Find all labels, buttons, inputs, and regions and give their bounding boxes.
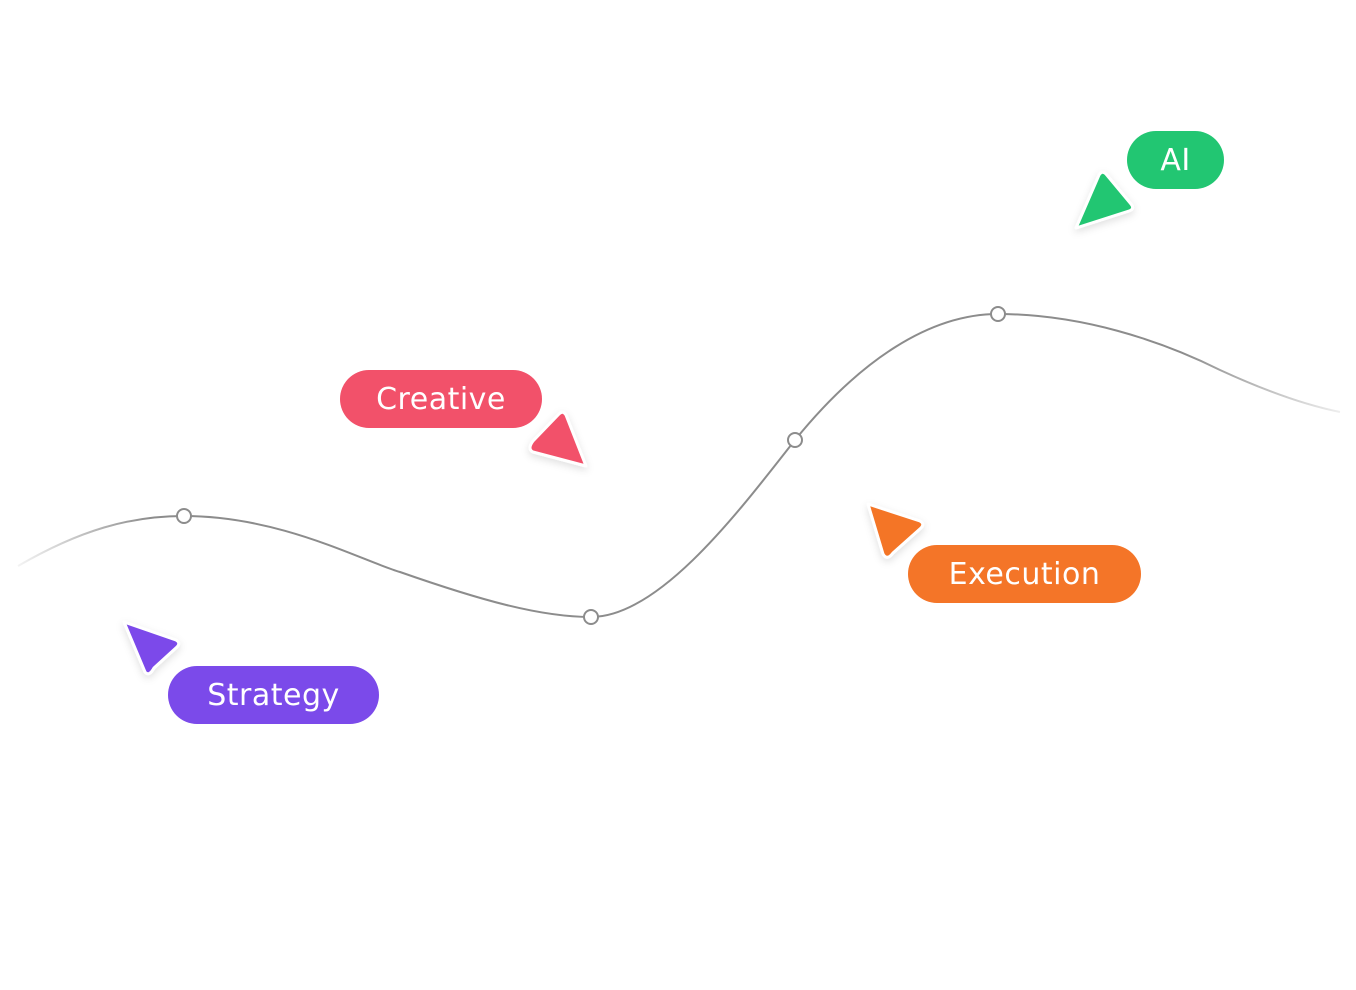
curve-node — [990, 306, 1006, 322]
execution-label: Execution — [908, 545, 1141, 603]
trend-curve — [17, 312, 1341, 619]
ai-cursor-icon — [1074, 170, 1135, 230]
strategy-label-text: Strategy — [207, 677, 340, 713]
curve-node — [583, 609, 599, 625]
curve-node — [787, 432, 803, 448]
curve-node — [176, 508, 192, 524]
strategy-label: Strategy — [168, 666, 379, 724]
ai-label: AI — [1127, 131, 1224, 189]
execution-label-text: Execution — [948, 556, 1101, 592]
creative-label-text: Creative — [376, 381, 506, 417]
creative-label: Creative — [340, 370, 542, 428]
strategy-cursor-icon — [122, 620, 181, 676]
execution-cursor-icon — [866, 502, 925, 559]
creative-cursor-icon — [528, 410, 588, 468]
ai-label-text: AI — [1160, 142, 1191, 178]
